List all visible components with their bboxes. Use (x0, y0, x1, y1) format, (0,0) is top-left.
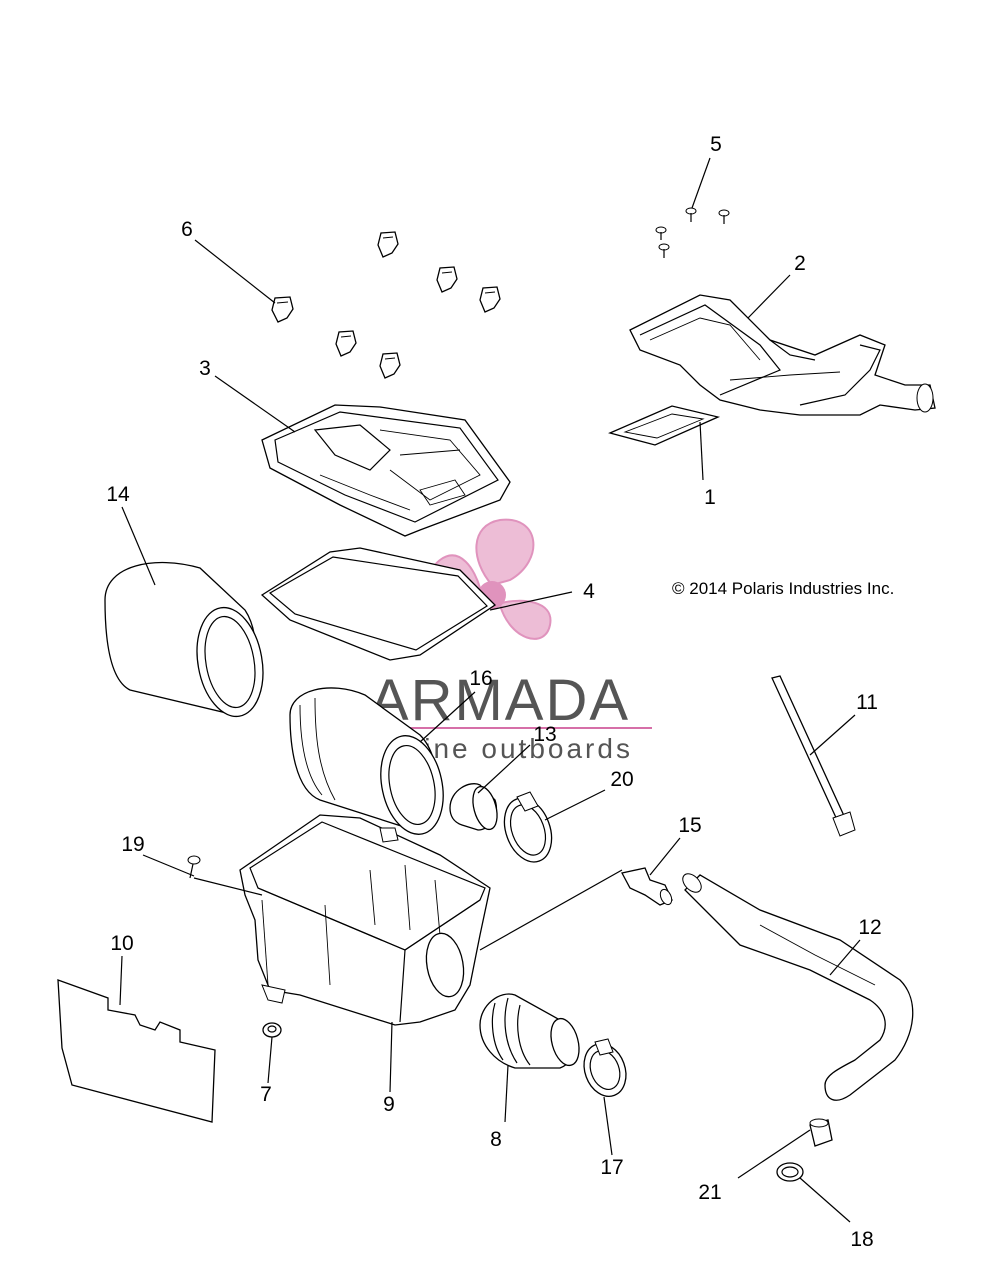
callout-18: 18 (850, 1228, 873, 1251)
callout-2: 2 (794, 252, 806, 275)
callout-19: 19 (121, 833, 144, 856)
clip (271, 296, 294, 323)
part-19-screw (187, 855, 201, 879)
leader-lines (119, 157, 861, 1223)
callout-5: 5 (710, 133, 722, 156)
copyright-text: © 2014 Polaris Industries Inc. (672, 579, 894, 598)
callout-12: 12 (858, 916, 881, 939)
callout-9: 9 (383, 1093, 395, 1116)
part-13-coupler (449, 783, 498, 831)
callout-7: 7 (260, 1083, 272, 1106)
callout-16: 16 (469, 667, 492, 690)
clip (377, 231, 399, 258)
clip (436, 266, 458, 293)
part-7-grommet (262, 1022, 282, 1038)
callout-20: 20 (610, 768, 633, 791)
part-2-intake-duct (629, 294, 936, 416)
callout-8: 8 (490, 1128, 502, 1151)
callout-10: 10 (110, 932, 133, 955)
clip (379, 352, 401, 379)
part-3-airbox-cover (261, 404, 511, 537)
screw (658, 243, 670, 258)
callout-labels: 1 2 3 4 5 6 7 8 9 10 11 12 13 14 15 16 1… (106, 133, 881, 1251)
clip (479, 286, 501, 313)
part-11-tie-strap (771, 675, 856, 837)
part-21-cap (809, 1118, 833, 1147)
part-10-shield-panel (57, 979, 216, 1123)
part-16-air-filter (289, 687, 444, 835)
watermark-brand: ARMADA (370, 668, 630, 733)
screw (655, 226, 667, 240)
screw (718, 209, 730, 224)
part-20-hose-clamp (503, 791, 553, 863)
clip (335, 330, 357, 357)
part-1-gasket-plate (608, 405, 721, 446)
callout-17: 17 (600, 1156, 623, 1179)
part-5-screws (655, 207, 730, 258)
callout-3: 3 (199, 357, 211, 380)
part-9-airbox (239, 814, 491, 1026)
part-17-hose-clamp (583, 1038, 627, 1097)
part-4-gasket-seal (260, 547, 497, 661)
part-6-clips (271, 231, 501, 379)
part-12-drain-hose (682, 873, 914, 1101)
part-14-prefilter-sleeve (104, 561, 264, 718)
part-18-small-clamp (776, 1162, 804, 1182)
callout-15: 15 (678, 814, 701, 837)
callout-11: 11 (856, 691, 878, 714)
part-15-drain-valve (621, 867, 673, 906)
callout-13: 13 (533, 723, 556, 746)
screw (685, 207, 697, 222)
callout-14: 14 (106, 483, 130, 506)
callout-1: 1 (704, 486, 716, 509)
callout-4: 4 (583, 580, 595, 603)
callout-21: 21 (698, 1181, 721, 1204)
callout-6: 6 (181, 218, 193, 241)
part-8-intake-boot (479, 993, 580, 1069)
